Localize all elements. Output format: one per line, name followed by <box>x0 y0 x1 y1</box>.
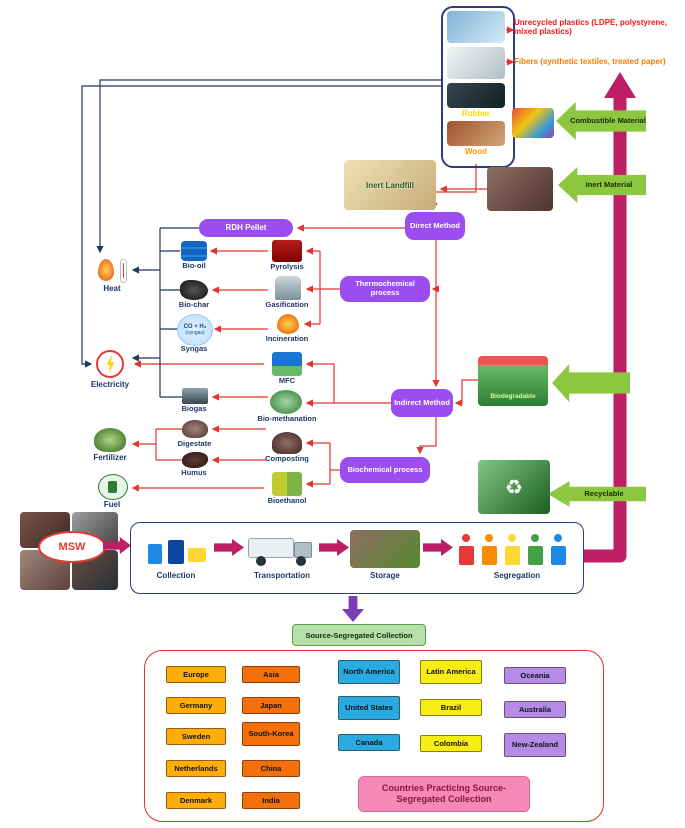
lightning-icon <box>106 355 115 373</box>
segregation-icon <box>458 528 576 568</box>
thermometer-icon <box>120 259 127 283</box>
collection-icon <box>140 528 212 568</box>
inert-material-label: Inert Material <box>585 179 633 189</box>
country-header-north-america: North America <box>338 660 400 684</box>
bioethanol-icon <box>272 472 302 496</box>
country-item: Sweden <box>166 728 226 745</box>
country-item: South-Korea <box>242 722 300 746</box>
country-item: Denmark <box>166 792 226 809</box>
country-item: Colombia <box>420 735 482 752</box>
flame-icon <box>98 259 114 281</box>
rubber-photo <box>447 83 505 108</box>
humus-icon <box>182 452 208 468</box>
unrecycled-plastics-photo <box>447 11 505 43</box>
gasification-icon <box>275 276 301 300</box>
heat-icon <box>94 258 130 283</box>
bio-methanation-icon <box>270 390 302 414</box>
country-header-latin-america: Latin America <box>420 660 482 684</box>
gasification-label: Gasification <box>265 300 309 309</box>
mfc-label: MFC <box>278 376 296 385</box>
bio-char-label: Bio-char <box>178 300 210 309</box>
humus-label: Humus <box>181 468 207 477</box>
composting-icon <box>272 432 302 454</box>
bio-methanation-label: Bio-methanation <box>257 414 317 423</box>
msw-oval: MSW <box>38 531 106 563</box>
electricity-icon <box>96 350 124 378</box>
recyclable-label: Recyclable <box>584 488 624 498</box>
fertilizer-label: Fertilizer <box>93 453 127 462</box>
digestate-label: Digestate <box>177 439 212 448</box>
fibers-photo <box>447 47 505 79</box>
mfc-icon <box>272 352 302 376</box>
wood-label: Wood <box>464 147 488 156</box>
combustible-components-box <box>441 6 515 168</box>
biodegradable-label: Biodegradable <box>490 393 536 400</box>
transportation-label: Transportation <box>253 571 310 580</box>
country-item: India <box>242 792 300 809</box>
fuel-pump-icon <box>108 481 117 493</box>
fertilizer-icon <box>94 428 126 452</box>
pyrolysis-label: Pyrolysis <box>270 262 304 271</box>
recycle-icon: ♻ <box>505 476 523 499</box>
rdh-pellet-box: RDH Pellet <box>199 219 293 237</box>
bio-oil-icon <box>181 241 207 261</box>
syngas-formula: CO + H₂ <box>183 324 207 330</box>
incineration-icon <box>277 314 299 334</box>
rubber-label: Rubber <box>462 109 490 118</box>
syngas-icon: CO + H₂ (syngas) <box>177 314 213 346</box>
fibers-label: Fibers (synthetic textiles, treated pape… <box>514 57 666 66</box>
bio-char-icon <box>180 280 208 300</box>
country-item: United States <box>338 696 400 720</box>
storage-label: Storage <box>370 571 400 580</box>
biogas-label: Biogas <box>181 404 207 413</box>
fuel-label: Fuel <box>103 500 121 509</box>
fuel-icon <box>98 474 128 500</box>
pyrolysis-icon <box>272 240 302 262</box>
country-item: Germany <box>166 697 226 714</box>
collection-label: Collection <box>156 571 196 580</box>
biochemical-process-box: Biochemical process <box>340 457 430 483</box>
direct-method-box: Direct Method <box>405 212 465 240</box>
country-header-asia: Asia <box>242 666 300 683</box>
countries-title-box: Countries Practicing Source-Segregated C… <box>358 776 530 812</box>
country-item: Canada <box>338 734 400 751</box>
country-item: Japan <box>242 697 300 714</box>
inert-landfill-label: Inert Landfill <box>366 180 414 190</box>
segregation-label: Segregation <box>493 571 541 580</box>
country-header-oceania: Oceania <box>504 667 566 684</box>
syngas-subtitle: (syngas) <box>185 330 205 336</box>
wood-photo <box>447 121 505 146</box>
composting-label: Composting <box>265 454 309 463</box>
country-item: Australia <box>504 701 566 718</box>
storage-image <box>350 530 420 568</box>
heat-label: Heat <box>103 284 121 293</box>
bioethanol-label: Bioethanol <box>267 496 307 505</box>
recycling-facility-image: ♻ <box>478 460 550 514</box>
digestate-icon <box>182 420 208 438</box>
combustible-material-label: Combustible Material <box>570 115 646 125</box>
country-item: China <box>242 760 300 777</box>
syngas-label: Syngas <box>180 344 208 353</box>
country-item: Netherlands <box>166 760 226 777</box>
incineration-label: Incineration <box>265 334 309 343</box>
unrecycled-plastics-label: Unrecycled plastics (LDPE, polystyrene, … <box>514 18 667 37</box>
transportation-icon <box>246 532 318 568</box>
country-item: Brazil <box>420 699 482 716</box>
landfill-waste-photo <box>487 167 553 211</box>
thermochemical-process-box: Thermochemical process <box>340 276 430 302</box>
biodegradable-bin-image: Biodegradable <box>478 356 548 406</box>
source-segregated-collection-box: Source-Segregated Collection <box>292 624 426 646</box>
inert-landfill-image: Inert Landfill <box>344 160 436 210</box>
country-header-europe: Europe <box>166 666 226 683</box>
country-item: New-Zealand <box>504 733 566 757</box>
bio-oil-label: Bio-oil <box>182 261 206 270</box>
electricity-label: Electricity <box>90 380 130 389</box>
plastic-pellets-photo <box>512 108 554 138</box>
indirect-method-box: Indirect Method <box>391 389 453 417</box>
biogas-icon <box>182 388 208 404</box>
